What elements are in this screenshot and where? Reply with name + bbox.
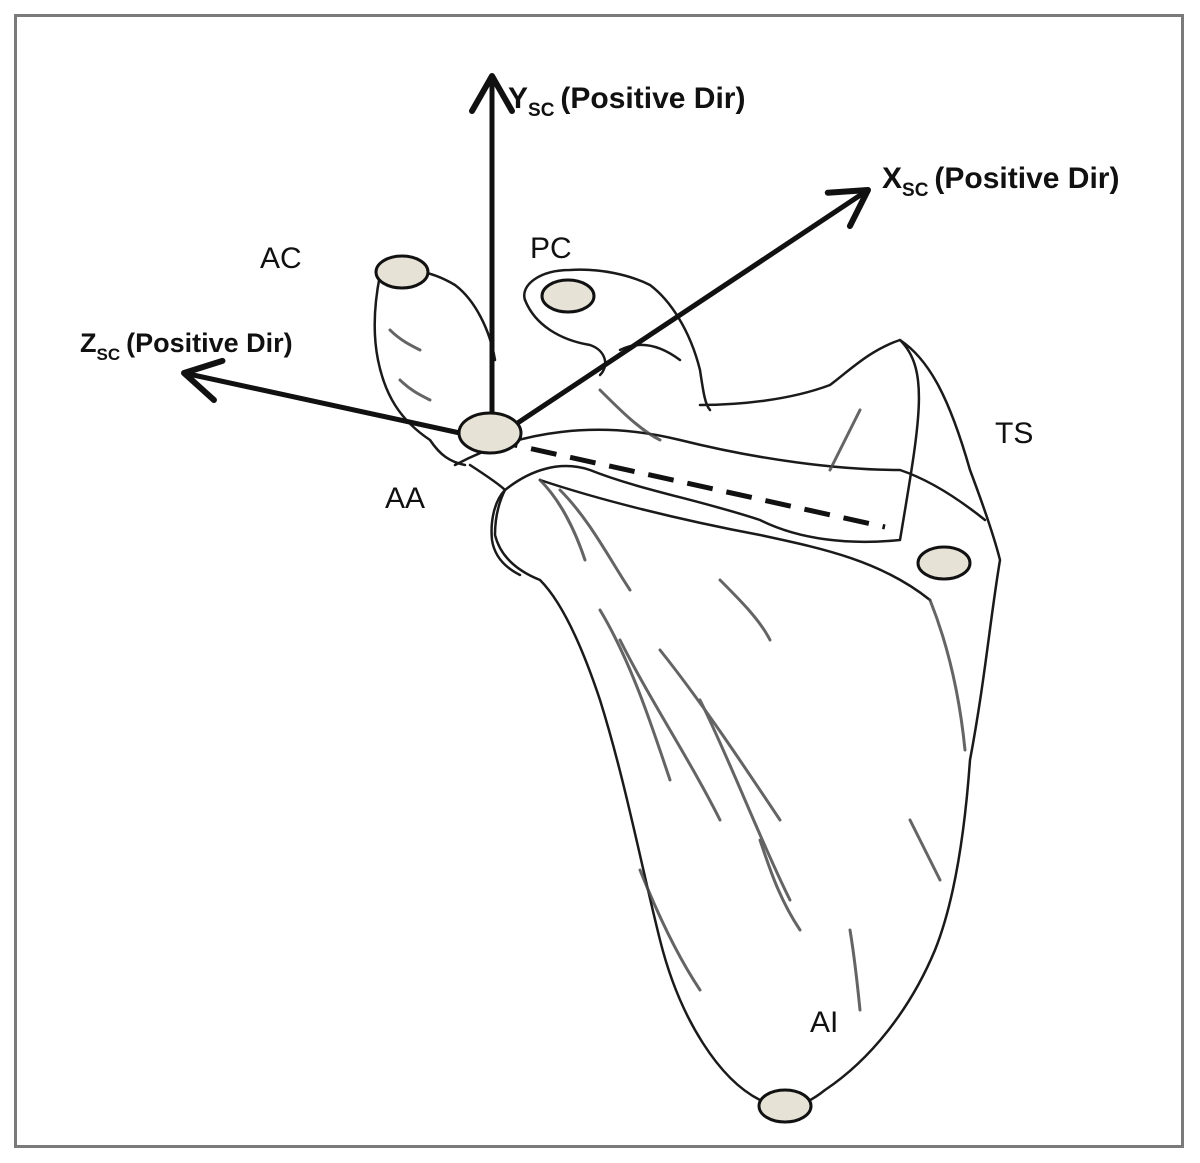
y-axis-label: YSC(Positive Dir): [508, 82, 745, 121]
marker-ai: [757, 1088, 813, 1124]
label-ts: TS: [995, 417, 1033, 450]
marker-aa: [457, 411, 523, 455]
label-aa: AA: [385, 482, 425, 515]
figure-frame: [14, 14, 1184, 1148]
marker-ac: [374, 254, 430, 290]
marker-ts: [916, 545, 972, 581]
label-ai: AI: [810, 1006, 838, 1039]
x-axis-arrow: [490, 187, 871, 443]
scapula-outline: [373, 268, 1002, 1109]
z-axis-arrow: [181, 357, 493, 443]
landmark-markers: [374, 254, 972, 1124]
marker-pc: [540, 278, 596, 314]
label-pc: PC: [530, 232, 572, 265]
scapula-shading: [388, 328, 967, 1012]
z-axis-label: ZSC(Positive Dir): [80, 328, 293, 364]
x-axis-label: XSC(Positive Dir): [882, 162, 1119, 201]
aa-ts-dashed-line: [491, 437, 886, 530]
label-ac: AC: [260, 242, 302, 275]
